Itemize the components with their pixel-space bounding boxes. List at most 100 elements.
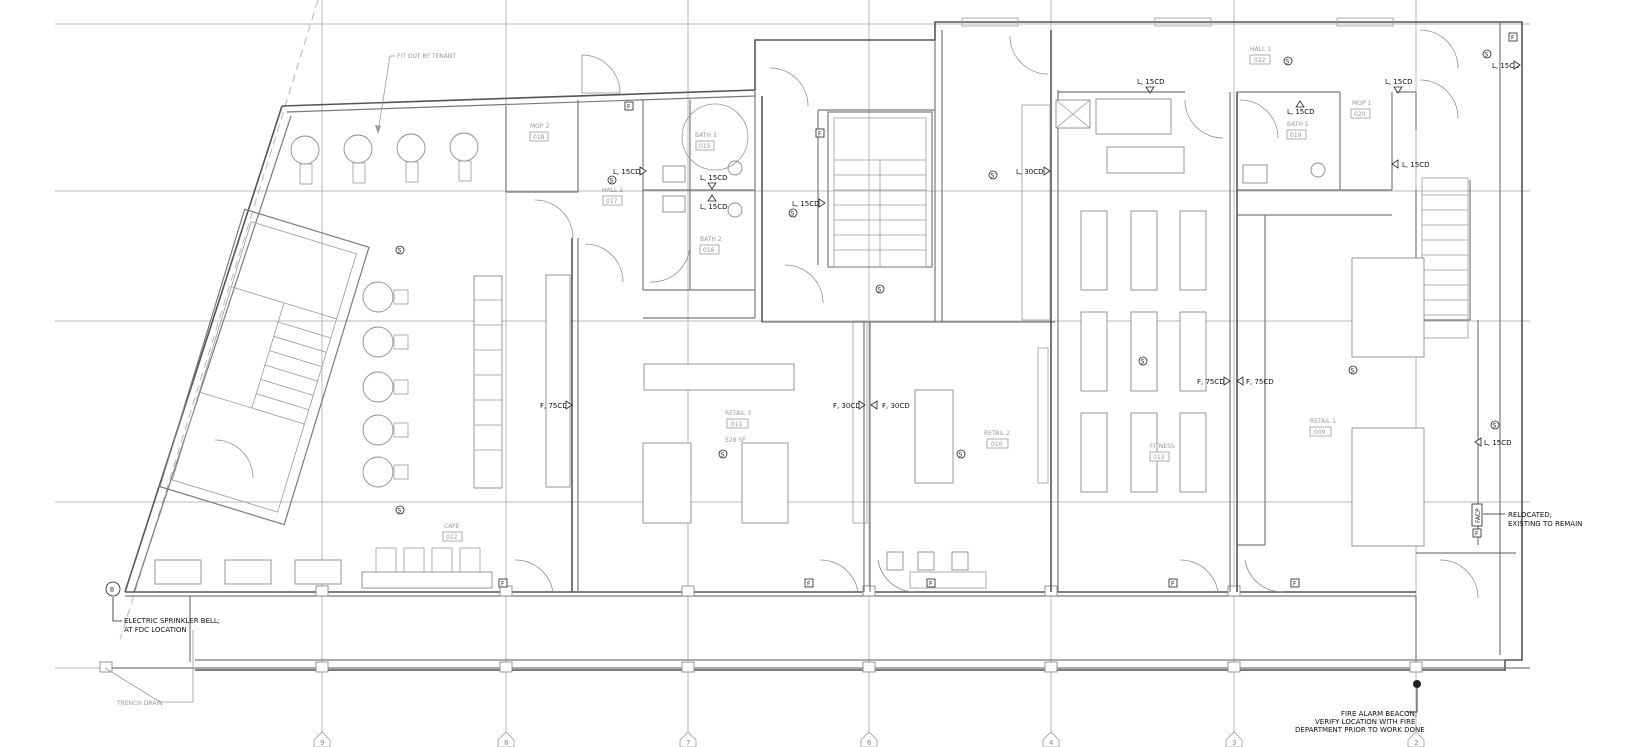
svg-text:F: F: [818, 131, 822, 138]
beacon-note-line3: DEPARTMENT PRIOR TO WORK DONE: [1295, 726, 1425, 734]
svg-text:F: F: [501, 581, 505, 588]
room-number: 019: [1290, 132, 1302, 139]
fire-extinguisher-icon: F: [498, 578, 508, 588]
svg-text:S: S: [1493, 423, 1497, 430]
smoke-detector-icon: S: [395, 505, 405, 515]
rating-arrow-icon: [858, 400, 866, 410]
grid-bubble: 2: [1407, 731, 1425, 747]
svg-text:8: 8: [504, 739, 508, 747]
room-name: BATH 3: [695, 132, 717, 139]
smoke-detector-icon: S: [875, 284, 885, 294]
fire-rating-label: F, 75CD: [1197, 378, 1225, 386]
annotations: FIT OUT BY TENANT ELECTRIC SPRINKLER BEL…: [104, 53, 1582, 734]
room-name: RETAIL 3: [725, 410, 751, 417]
fire-extinguisher-icon: F: [804, 578, 814, 588]
room-name: CAFE: [444, 523, 460, 530]
grid-bubble: 9: [313, 731, 331, 747]
room-tags: HALL 1 022 MOP 2 018 BATH 3 015 HALL 2 0…: [442, 46, 1371, 542]
smoke-detector-icon: S: [1490, 420, 1500, 430]
smoke-detector-icon: S: [1482, 49, 1492, 59]
svg-text:4: 4: [1049, 739, 1054, 747]
room-number: 020: [1354, 111, 1366, 118]
facp-label: FACP: [1475, 508, 1482, 523]
room-name: HALL 1: [1250, 46, 1271, 53]
sprinkler-note-line2: AT FDC LOCATION: [124, 626, 187, 634]
svg-text:S: S: [1351, 368, 1355, 375]
svg-text:S: S: [398, 248, 402, 255]
smoke-detector-icon: S: [1348, 365, 1358, 375]
beacon-note-line1: FIRE ALARM BEACON;: [1341, 710, 1417, 718]
rating-arrow-icon: [639, 166, 647, 176]
rating-arrow-icon: [1043, 166, 1051, 176]
room-name: BATH 2: [700, 236, 722, 243]
smoke-detector-icon: S: [1283, 56, 1293, 66]
fire-extinguisher-icon: F: [624, 101, 634, 111]
room-name: MOP 2: [530, 123, 549, 130]
fire-rating-label: L, 15CD: [700, 174, 728, 182]
sprinkler-bell-icon: B: [105, 581, 121, 597]
sprinkler-note-line1: ELECTRIC SPRINKLER BELL;: [124, 617, 220, 625]
fixtures: [154, 98, 1425, 589]
fire-extinguisher-icon: F: [1168, 578, 1178, 588]
rating-arrow-icon: [1236, 376, 1244, 386]
left-stair: [159, 208, 370, 526]
room-number: 009: [1314, 429, 1326, 436]
room-number: 013: [1153, 454, 1165, 461]
grid-bubbles: 9 8 7 6 4 3 2: [313, 731, 1425, 747]
relocated-note-line1: RELOCATED;: [1508, 511, 1552, 519]
rating-arrow-icon: [1391, 159, 1399, 169]
room-name: RETAIL 2: [984, 430, 1010, 437]
grid-bubble: 7: [679, 731, 697, 747]
grid-bubble: 8: [497, 731, 515, 747]
svg-text:6: 6: [867, 739, 872, 747]
rating-arrow-icon: [818, 198, 826, 208]
svg-text:7: 7: [686, 739, 690, 747]
relocated-note-line2: EXISTING TO REMAIN: [1508, 520, 1582, 528]
beacon-icon: [1413, 680, 1421, 688]
rating-arrow-icon: [1393, 86, 1403, 94]
fire-rating-label: L, 30CD: [1016, 168, 1044, 176]
svg-text:B: B: [110, 587, 114, 594]
fire-rating-label: L, 15CD: [1287, 108, 1315, 116]
rating-arrow-icon: [565, 400, 573, 410]
beacon-note-line2: VERIFY LOCATION WITH FIRE: [1315, 718, 1415, 726]
fire-rating-label: L, 15CD: [1402, 161, 1430, 169]
rating-arrow-icon: [870, 400, 878, 410]
room-number: 017: [606, 198, 618, 205]
svg-text:F: F: [929, 581, 933, 588]
svg-text:F: F: [1475, 531, 1479, 538]
fire-rating-label: L, 15CD: [1484, 439, 1512, 447]
smoke-detector-icon: S: [718, 449, 728, 459]
svg-text:S: S: [791, 211, 795, 218]
fire-rating-label: L, 15CD: [1492, 62, 1520, 70]
exterior-walls: [105, 21, 1530, 671]
fire-rating-label: L, 15CD: [1385, 78, 1413, 86]
fire-extinguisher-icon: F: [1472, 528, 1482, 538]
room-number: 011: [731, 421, 743, 428]
svg-text:S: S: [610, 178, 614, 185]
smoke-detectors: S S S S S S S S S S S S S: [395, 49, 1500, 515]
smoke-detector-icon: S: [395, 245, 405, 255]
fire-rating-label: F, 75CD: [1246, 378, 1274, 386]
svg-text:S: S: [721, 452, 725, 459]
rating-arrow-icon: [1513, 60, 1521, 70]
svg-text:F: F: [1293, 581, 1297, 588]
smoke-detector-icon: S: [607, 175, 617, 185]
room-name: HALL 2: [602, 187, 623, 194]
grid-bubble: 4: [1042, 731, 1060, 747]
svg-text:3: 3: [1232, 739, 1236, 747]
svg-text:S: S: [959, 452, 963, 459]
svg-text:F: F: [1171, 581, 1175, 588]
fire-rating-label: L, 15CD: [613, 168, 641, 176]
fire-rating-label: L, 15CD: [1137, 78, 1165, 86]
interior-walls: [505, 30, 1516, 592]
room-number: 022: [1254, 57, 1266, 64]
svg-text:F: F: [627, 104, 631, 111]
trench-drain-note: TRENCH DRAIN: [116, 700, 163, 707]
center-stair: [827, 111, 933, 268]
room-name: MOP 1: [1352, 100, 1371, 107]
room-number: 010: [991, 441, 1003, 448]
rating-arrow-icon: [1295, 100, 1305, 108]
rating-arrow-icon: [1474, 437, 1482, 447]
